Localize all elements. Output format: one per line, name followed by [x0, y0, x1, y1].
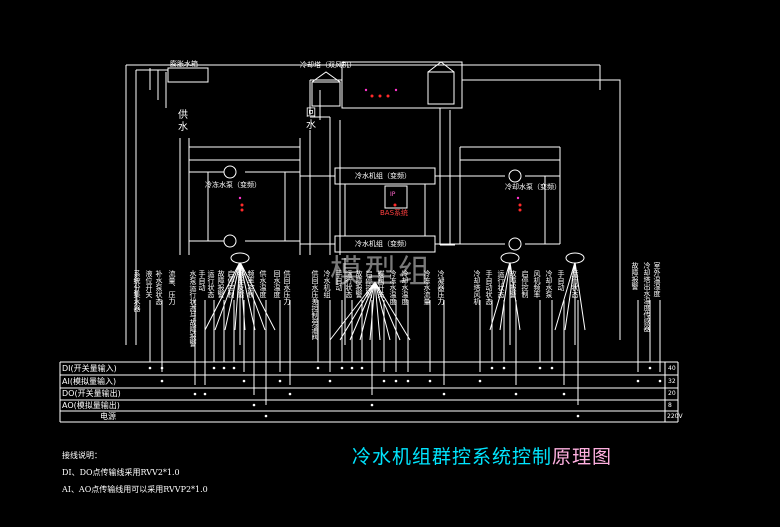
supply-label: 供水 — [178, 110, 188, 133]
sensor-label: 液位开关 — [145, 270, 153, 298]
cooling-tower-frame — [341, 61, 463, 109]
sensor-label: 运行状态 — [497, 270, 505, 298]
diagram-title: 冷水机组群控系统控制原理图 — [352, 442, 612, 469]
watermark: 模型组 — [330, 252, 433, 290]
chiller-1-label: 冷水机组（变频） — [355, 172, 411, 180]
chw-pump-1-icon — [223, 165, 237, 179]
sensor-label: 运行状态 — [571, 270, 579, 298]
sensor-label: 供水温度 — [259, 270, 267, 298]
sensor-label: 冷却水泵 — [545, 270, 553, 298]
sensor-label: 启停控制 — [365, 270, 373, 298]
bas-box — [384, 185, 408, 209]
pipe-network — [125, 61, 661, 405]
sensor-label: 故障报警 — [217, 270, 225, 298]
cooling-tower-2-icon — [427, 71, 455, 105]
expansion-tank-icon — [167, 67, 209, 83]
sensor-bundle-4-icon — [565, 252, 585, 264]
io-table — [59, 361, 679, 423]
count-ai: 32 — [668, 378, 676, 385]
sensor-label: 流量、压力 — [168, 270, 176, 305]
sensor-label: 系统分集水器 — [133, 270, 141, 312]
notes-line-2: AI、AO点传输线用可以采用RVVP2*1.0 — [62, 485, 208, 494]
signal-dots — [240, 94, 522, 212]
sensor-label: 冷却水温度 — [401, 270, 409, 305]
notes-line-1: DI、DO点传输线采用RVV2*1.0 — [62, 468, 180, 477]
sensor-label: 故障报警 — [509, 270, 517, 298]
sensor-label: 室外温湿度 — [653, 262, 661, 297]
sensor-label: 水泵运行状态与故障报警 — [189, 270, 197, 347]
sensor-label: 故障报警 — [355, 270, 363, 298]
sensor-label: 冷却塔风机 — [473, 270, 481, 305]
row-ao-label: AO(模拟量输出) — [62, 401, 120, 410]
sensor-label: 启停控制 — [227, 270, 235, 298]
chw-pump-label: 冷冻水泵（变频） — [205, 181, 261, 189]
sensor-label: 故障报警 — [631, 262, 639, 290]
count-ao: 8 — [668, 402, 672, 409]
count-di: 40 — [668, 365, 676, 372]
row-do-label: DO(开关量输出) — [62, 389, 121, 398]
sensor-label: 供回水压差控制旁通阀 — [311, 270, 319, 340]
sensor-fan-right — [489, 261, 586, 331]
title-tail: 原理图 — [552, 446, 613, 468]
signal-dots-magenta — [238, 88, 520, 200]
row-power-label: 电源 — [100, 412, 116, 421]
expansion-tank-label: 膨胀水箱 — [170, 60, 198, 68]
pumps — [223, 165, 585, 264]
sensor-label: 运行状态 — [207, 270, 215, 298]
ip-label: IP — [390, 191, 396, 198]
count-do: 20 — [668, 390, 676, 397]
cooling-tower-1-icon — [311, 81, 341, 107]
row-di-label: DI(开关量输入) — [62, 364, 117, 373]
sensor-bundle-1-icon — [230, 252, 250, 264]
sensor-fan-left — [204, 261, 276, 331]
title-main: 冷水机组群控系统控制 — [352, 446, 553, 468]
sensor-label: 手自动 — [335, 270, 343, 291]
cooling-tower-label: 冷却塔（双风机） — [300, 61, 356, 69]
notes-heading: 接线说明： — [62, 451, 102, 460]
sensor-bundle-3-icon — [500, 252, 520, 264]
chw-pump-2-icon — [223, 234, 237, 248]
sensor-label: 频率控制 — [247, 270, 255, 298]
sensor-label: 冷冻水流量 — [423, 270, 431, 305]
sensor-label: 冷水机组 — [323, 270, 331, 298]
return-label: 回水 — [306, 108, 316, 131]
sensor-label: 启停控制 — [521, 270, 529, 298]
sensor-label: 运行状态 — [345, 270, 353, 298]
sensor-label: 风机频率 — [533, 270, 541, 298]
count-power: 220V — [667, 413, 683, 420]
cw-pump-2-icon — [508, 237, 522, 251]
row-ai-label: AI(模拟量输入) — [62, 377, 117, 386]
sensor-label: 回水温度 — [273, 270, 281, 298]
bas-label: BAS系统 — [380, 209, 409, 217]
sensor-label: 手自动状态 — [485, 270, 493, 305]
sensor-label: 手自动 — [557, 270, 565, 291]
table-dots — [148, 366, 662, 418]
cw-pump-label: 冷却水泵（变频） — [505, 183, 561, 191]
chiller-2-label: 冷水机组（变频） — [355, 240, 411, 248]
sensor-label: 冷凝器压力 — [437, 270, 445, 305]
sensor-label: 供回水压力 — [283, 270, 291, 305]
sensor-label: 手自动 — [198, 270, 206, 291]
sensor-label: 蝶阀开关 — [377, 270, 385, 298]
sensor-label: 冷冻水温度 — [389, 270, 397, 305]
sensor-label: 冷却塔出水温度传感器 — [643, 262, 651, 332]
sensor-label: 补水泵状态 — [155, 270, 163, 305]
sensor-label: 频率反馈 — [237, 270, 245, 298]
cw-pump-1-icon — [508, 169, 522, 183]
